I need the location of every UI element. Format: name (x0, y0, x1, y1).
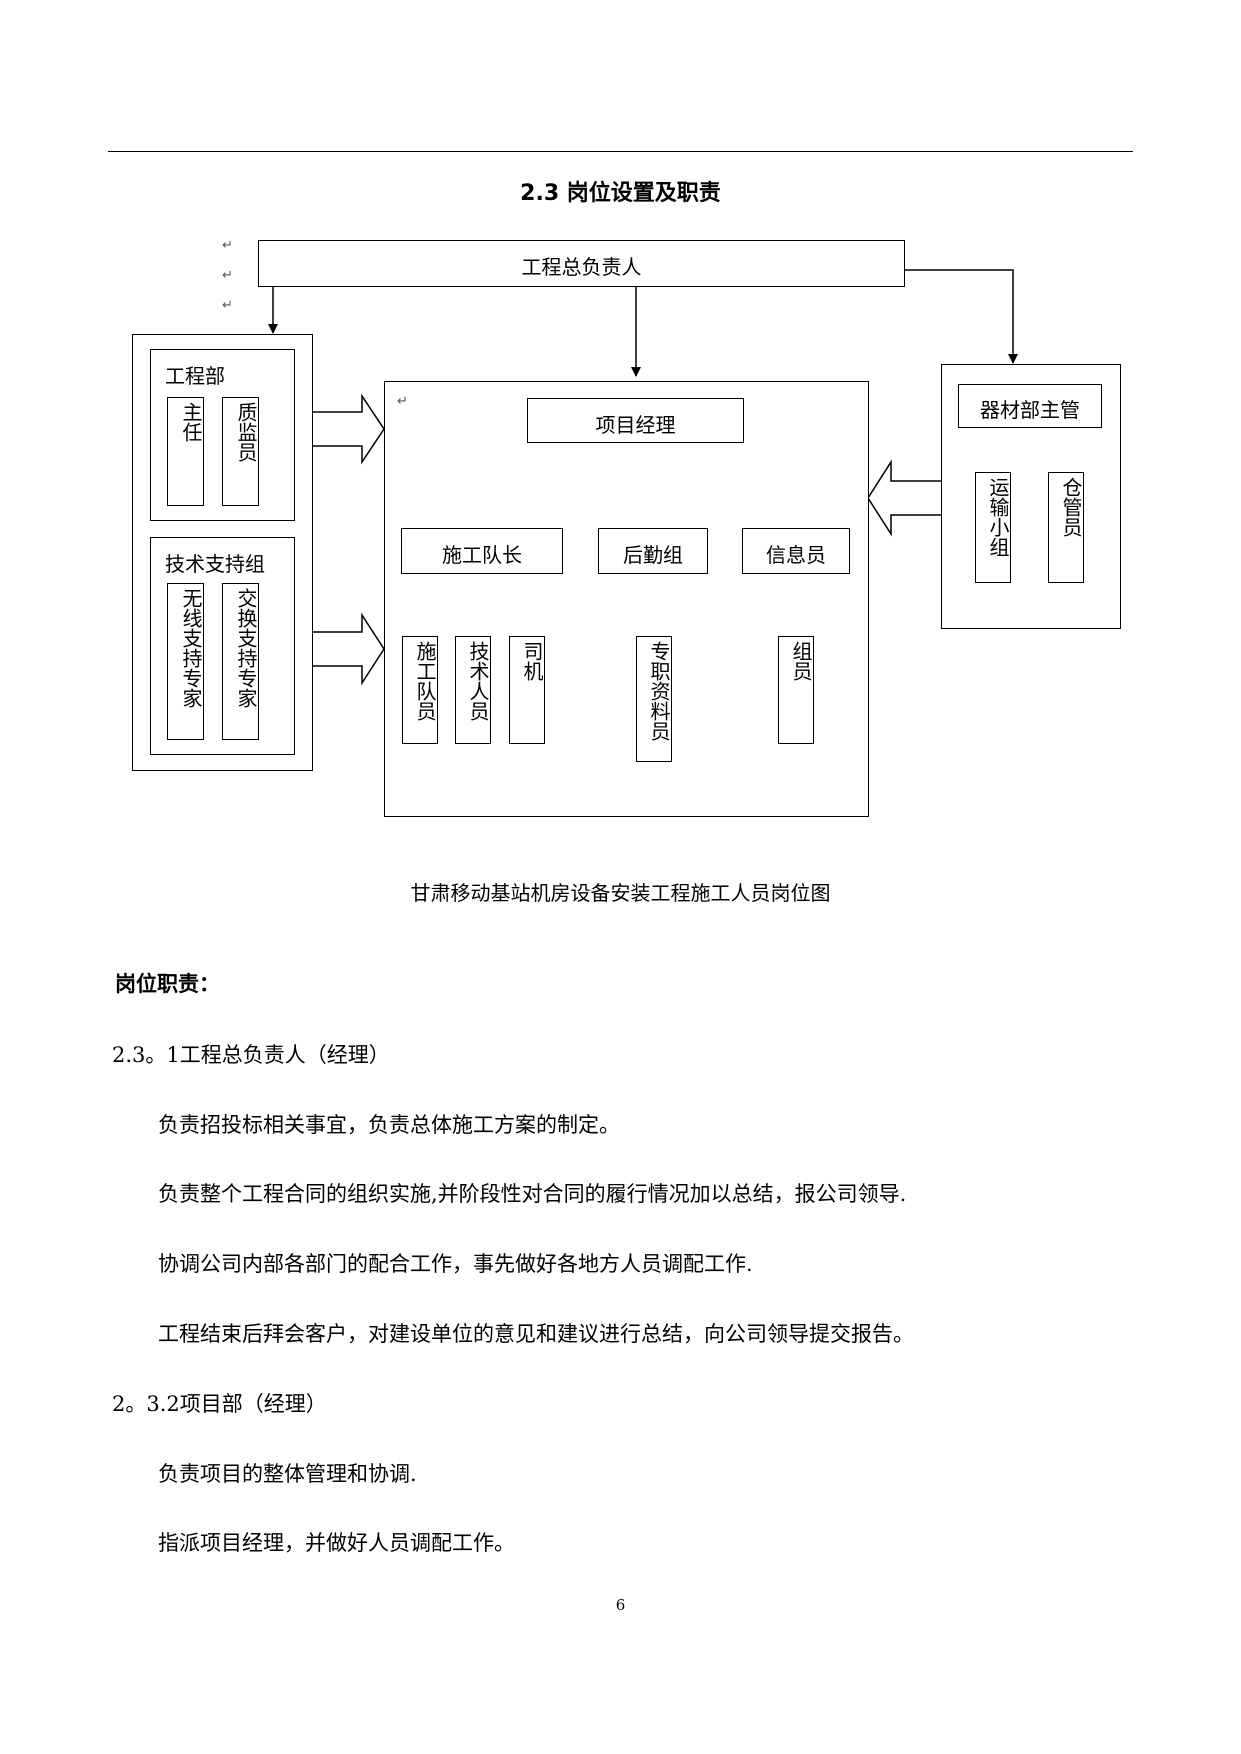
chart-node-warehouse-keeper: 仓管员 (1048, 472, 1084, 583)
section-title: 2.3 岗位设置及职责 (520, 181, 721, 206)
chart-node-director: 主任 (167, 397, 204, 506)
chart-node-switching-expert: 交换支持专家 (222, 583, 259, 740)
node-label: 施工队长 (442, 543, 522, 567)
node-label: 项目经理 (595, 413, 676, 437)
paragraph: 协调公司内部各部门的配合工作，事先做好各地方人员调配工作. (158, 1252, 753, 1276)
paragraph: 指派项目经理，并做好人员调配工作。 (158, 1531, 515, 1555)
node-label: 仓管员 (1059, 477, 1083, 537)
node-label: 后勤组 (623, 543, 683, 567)
paragraph-mark: ↵ (397, 394, 408, 409)
chart-node-driver: 司机 (509, 636, 545, 744)
chart-node-transport-team: 运输小组 (975, 472, 1011, 583)
node-label: 工程部 (165, 364, 225, 388)
chart-node-quality-inspector: 质监员 (222, 397, 259, 506)
node-label: 运输小组 (986, 477, 1010, 557)
node-label: 工程总负责人 (521, 255, 642, 279)
chart-node-project-manager: 项目经理 (527, 398, 744, 443)
node-label: 质监员 (234, 402, 258, 462)
chart-node-construction-member: 施工队员 (402, 636, 438, 744)
chart-node-materials-supervisor: 器材部主管 (958, 384, 1102, 428)
chart-node-top: 工程总负责人 (258, 240, 905, 287)
header-rule (108, 151, 1133, 152)
chart-node-technician: 技术人员 (455, 636, 491, 744)
chart-node-team-member: 组员 (778, 636, 814, 744)
paragraph: 负责招投标相关事宜，负责总体施工方案的制定。 (158, 1113, 620, 1137)
node-label: 组员 (789, 641, 813, 681)
node-label: 器材部主管 (980, 398, 1080, 422)
node-label: 无线支持专家 (179, 588, 203, 708)
node-label: 专职资料员 (647, 641, 671, 741)
chart-group-project: ↵ (384, 381, 869, 817)
node-label: 交换支持专家 (234, 588, 258, 708)
figure-caption: 甘肃移动基站机房设备安装工程施工人员岗位图 (410, 881, 831, 905)
duties-heading: 岗位职责： (115, 972, 220, 996)
paragraph: 负责整个工程合同的组织实施,并阶段性对合同的履行情况加以总结，报公司领导. (158, 1182, 907, 1206)
node-label: 施工队员 (413, 641, 437, 721)
paragraph-mark: ↵ (222, 268, 233, 283)
paragraph: 工程结束后拜会客户，对建设单位的意见和建议进行总结，向公司领导提交报告。 (158, 1322, 914, 1346)
chart-node-logistics: 后勤组 (598, 528, 708, 574)
chart-node-info-officer: 信息员 (742, 528, 850, 574)
node-label: 主任 (179, 402, 203, 442)
section-heading-1: 2.3。1工程总负责人（经理） (112, 1043, 390, 1067)
paragraph: 负责项目的整体管理和协调. (158, 1462, 417, 1486)
chart-node-records-clerk: 专职资料员 (636, 636, 672, 762)
chart-node-construction-lead: 施工队长 (401, 528, 563, 574)
paragraph-mark: ↵ (222, 238, 233, 253)
node-label: 技术支持组 (165, 552, 265, 576)
section-heading-2: 2。3.2项目部（经理） (112, 1392, 327, 1416)
paragraph-mark: ↵ (222, 298, 233, 313)
page-number: 6 (615, 1596, 626, 1614)
node-label: 司机 (520, 641, 544, 681)
chart-node-wireless-expert: 无线支持专家 (167, 583, 204, 740)
node-label: 技术人员 (466, 641, 490, 721)
node-label: 信息员 (766, 543, 826, 567)
